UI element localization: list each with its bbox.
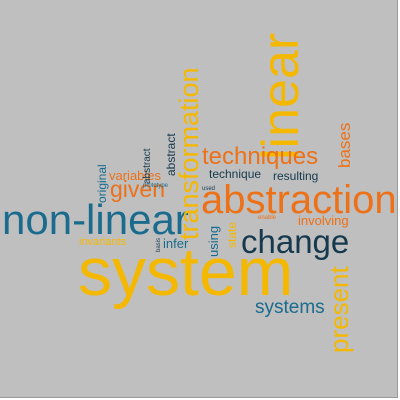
word-linear: linear [252, 32, 310, 160]
word-involving: involving [298, 213, 349, 228]
word-transformation: transformation [174, 67, 204, 240]
word-given: given [110, 176, 165, 202]
word-variables: variables [109, 168, 162, 183]
word-abstraction: abstraction [201, 178, 397, 222]
word-invariants: invariants [79, 236, 127, 248]
word-abstract-large: abstract [164, 133, 178, 176]
word-non-linear: non-linear [2, 196, 189, 243]
word-state: state [225, 221, 239, 248]
word-techniques: techniques [202, 143, 319, 170]
word-basis: basis [156, 237, 162, 252]
word-systems: systems [255, 297, 325, 318]
word-technique: technique [209, 167, 262, 181]
word-used: used [202, 186, 216, 192]
word-resulting: resulting [273, 169, 319, 183]
word-infer: infer [163, 236, 189, 251]
word-present: present [324, 266, 354, 353]
word-system: system [78, 234, 294, 310]
word-original: original [95, 164, 109, 203]
word-bases: bases [335, 122, 354, 168]
word-using: using [206, 225, 221, 257]
word-prototype: prototype [143, 183, 169, 189]
word-change: change [241, 223, 350, 260]
word-enable: enable [258, 215, 277, 221]
word-abstract-small: abstract [142, 148, 153, 184]
